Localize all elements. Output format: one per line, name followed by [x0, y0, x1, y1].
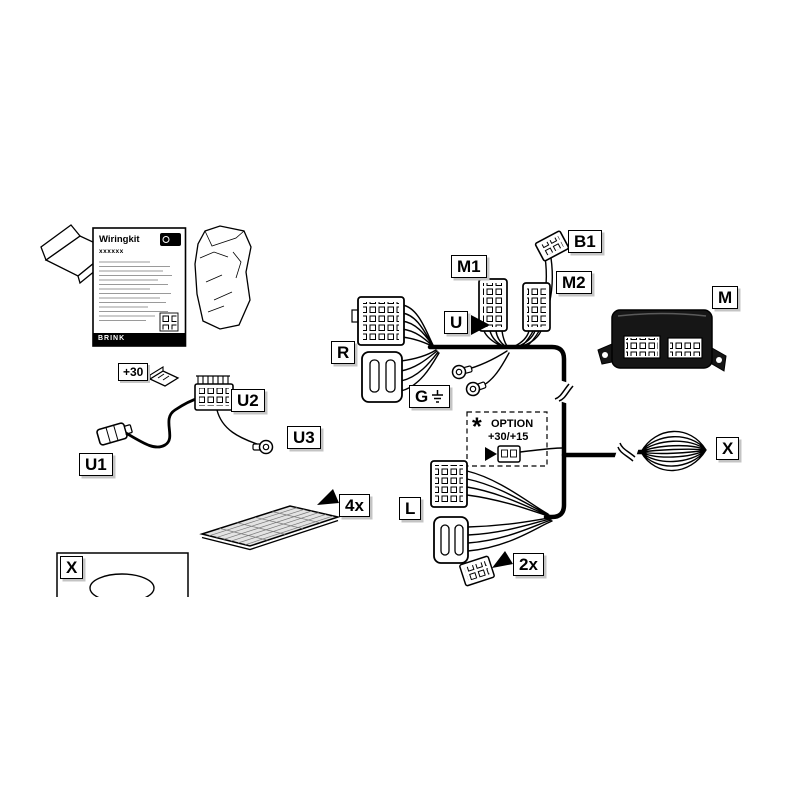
u3-ring-terminal [252, 439, 274, 455]
option-pointer-triangle [485, 447, 497, 461]
ground-ring-terminal-2 [463, 377, 489, 399]
u1-cable [125, 396, 200, 449]
label-u1: U1 [79, 453, 113, 476]
gasket-ring [89, 573, 155, 597]
label-r: R [331, 341, 356, 364]
instruction-manual [92, 227, 187, 347]
cable-break-horizontal [613, 439, 641, 465]
extra-part-box [56, 552, 189, 597]
l-lower-wires [467, 517, 553, 552]
u1-connector [96, 422, 133, 446]
manual-part-line: xxxxxx [99, 248, 124, 255]
m1-connector [478, 278, 508, 332]
l-connector [430, 460, 468, 508]
mat-pointer-triangle [317, 489, 339, 505]
m2-connector [522, 282, 551, 332]
l-upper-wires [466, 470, 552, 518]
label-l: L [399, 497, 422, 520]
spare-pointer-triangle [492, 551, 513, 568]
harness-trunk [427, 344, 567, 520]
spare-connector-2x [459, 555, 495, 587]
option-wire [519, 447, 563, 453]
option-line2: +30/+15 [488, 431, 529, 443]
ground-ring-terminal-1 [450, 361, 474, 381]
u2-relay-block [194, 375, 234, 411]
b1-connector [534, 230, 570, 262]
option-line1: OPTION [491, 418, 534, 430]
manual-footer-bar [93, 333, 186, 346]
u-pointer-triangle [471, 315, 490, 335]
r-lower-wires [400, 349, 440, 392]
mat-4x [199, 505, 341, 551]
option-star: * [472, 413, 482, 441]
label-qty-mat: 4x [339, 494, 370, 517]
label-plus30: +30 [118, 363, 149, 381]
m-control-module [597, 309, 727, 372]
r-lower-connector [361, 351, 403, 403]
manual-title: Wiringkit [99, 234, 140, 245]
label-x-bottom: X [60, 556, 84, 579]
l-lower-connector [433, 516, 469, 564]
bag-icon [194, 225, 252, 330]
label-m2: M2 [556, 271, 592, 294]
cable-break-vertical [551, 378, 577, 406]
label-m: M [712, 286, 739, 309]
label-x-right: X [716, 437, 740, 460]
label-u: U [444, 311, 469, 334]
label-b1: B1 [568, 230, 602, 253]
r-upper-wires [401, 304, 438, 349]
r-connector [351, 296, 405, 346]
label-m1: M1 [451, 255, 487, 278]
label-g: G [409, 385, 451, 408]
x-fan-wires [640, 430, 707, 472]
label-u3: U3 [287, 426, 321, 449]
manual-footer-brand: BRINK [98, 334, 126, 342]
manual-text-lines [99, 261, 172, 321]
option-dashed-box [466, 411, 548, 467]
qr-code [159, 312, 179, 332]
option-connector [497, 445, 521, 463]
u3-wire [216, 409, 258, 445]
label-qty-connector: 2x [513, 553, 544, 576]
m1-wires [483, 330, 508, 347]
plus30-connector-icon [148, 366, 180, 387]
label-u2: U2 [231, 389, 265, 412]
ground-icon [432, 390, 444, 403]
